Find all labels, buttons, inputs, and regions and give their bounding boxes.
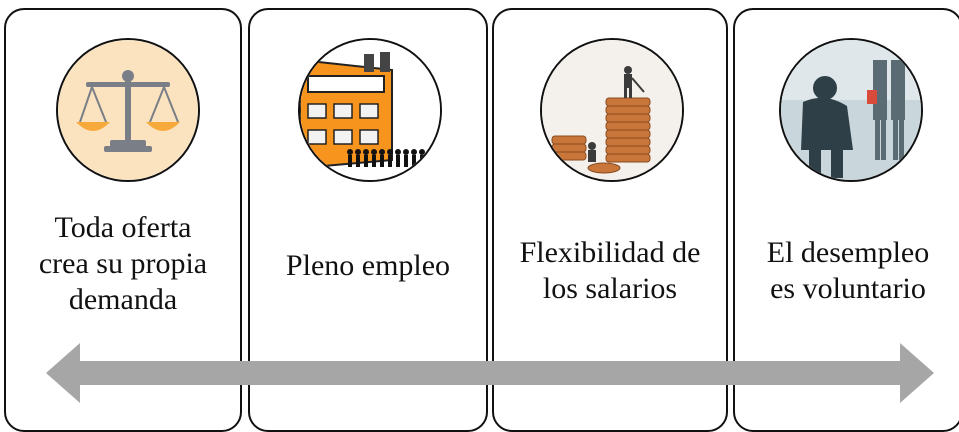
double-arrow-icon (46, 343, 934, 403)
card-label-full-employment: Pleno empleo (285, 249, 451, 282)
card-label-voluntary-unemployment: El desempleo es voluntario (766, 236, 930, 305)
card-label-supply-demand: Toda oferta crea su propia demanda (38, 211, 208, 316)
coin-stacks-icon (540, 38, 684, 182)
card-supply-demand: Toda oferta crea su propia demanda (4, 8, 242, 432)
card-label-wage-flexibility: Flexibilidad de los salarios (519, 236, 701, 305)
balance-scale-icon (56, 38, 200, 182)
factory-workers-icon (298, 38, 442, 182)
unemployed-person-icon (779, 38, 923, 182)
